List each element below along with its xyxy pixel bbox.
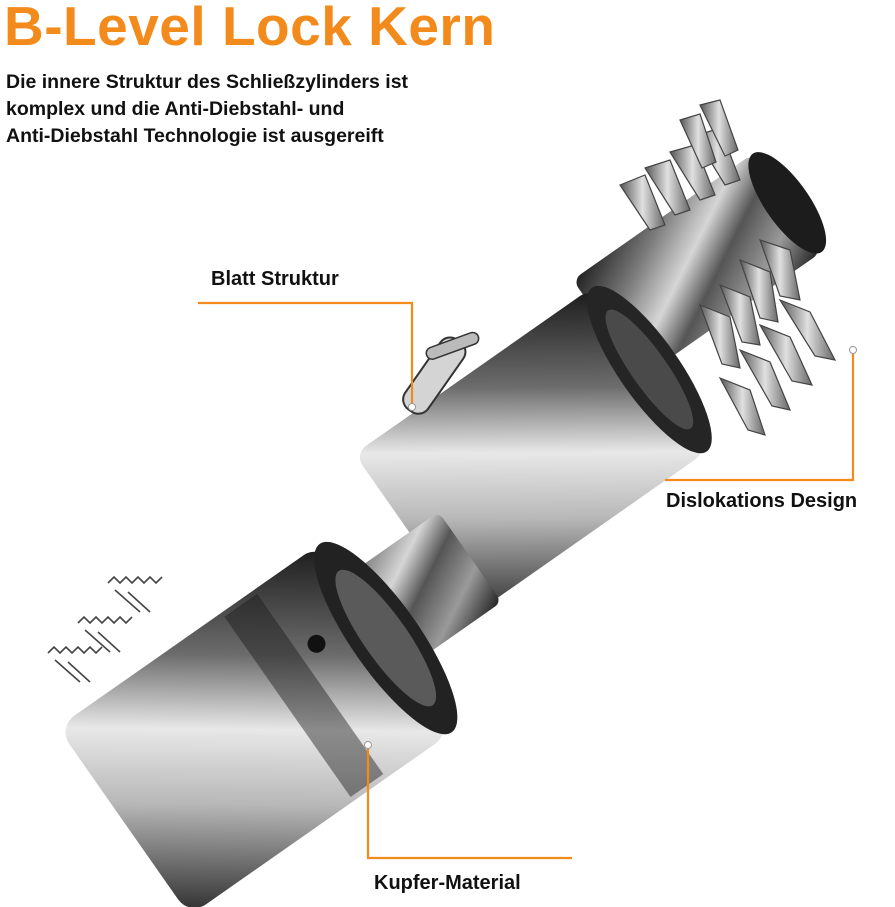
spring-parts	[47, 575, 163, 683]
subtitle-line: Anti-Diebstahl Technologie ist ausgereif…	[6, 125, 384, 147]
front-cylinder	[65, 541, 458, 907]
callout-line-blatt	[198, 301, 414, 405]
page-title: B-Level Lock Kern	[4, 0, 496, 57]
callout-label-dislokation: Dislokations Design	[666, 490, 858, 512]
blade-part	[402, 331, 480, 415]
subtitle-line: komplex und die Anti-Diebstahl- und	[6, 98, 345, 120]
pin-blades	[619, 99, 837, 436]
callout-dots	[364, 346, 857, 749]
callout-line-dislokation	[665, 350, 855, 482]
callout-label-kupfer: Kupfer-Material	[374, 872, 521, 894]
callout-line-kupfer	[366, 745, 572, 860]
page-subtitle: Die innere Struktur des Schließzylinders…	[6, 69, 546, 150]
subtitle-line: Die innere Struktur des Schließzylinders…	[6, 71, 409, 93]
callout-label-blatt: Blatt Struktur	[211, 268, 339, 290]
callout-lines	[198, 301, 855, 860]
